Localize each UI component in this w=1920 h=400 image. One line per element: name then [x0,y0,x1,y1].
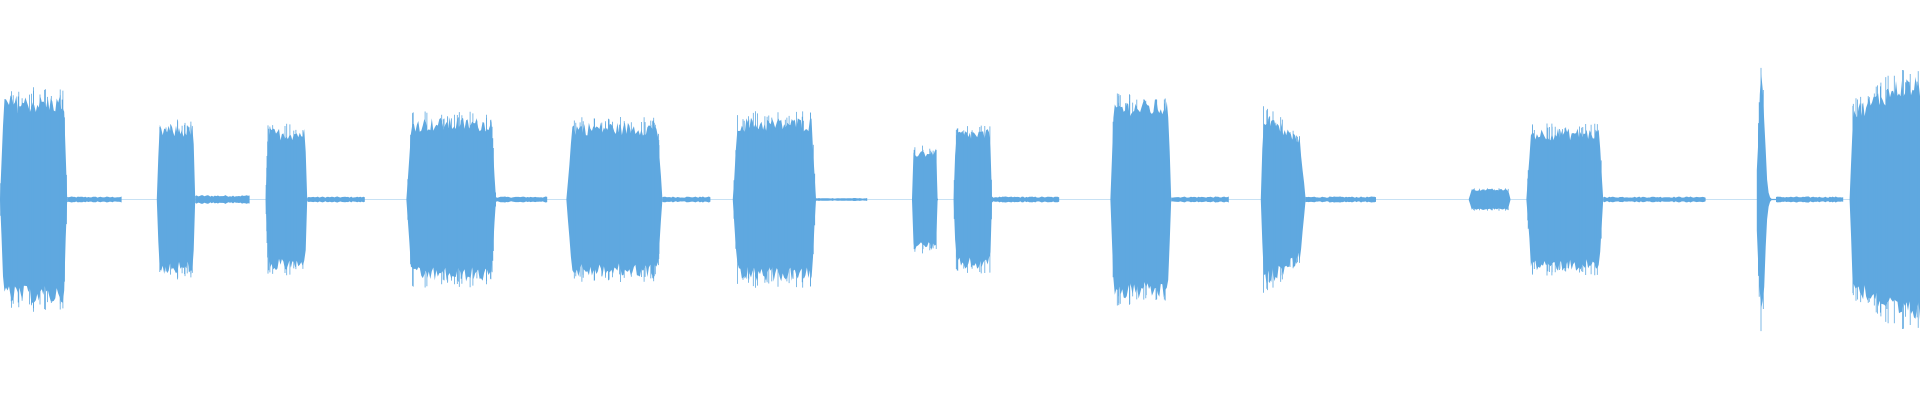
waveform-tail [662,196,711,203]
waveform-tail [1776,196,1844,203]
waveform-tail [1171,196,1229,203]
waveform-tail [1603,196,1706,203]
waveform-burst [1110,99,1172,299]
waveform-burst [1849,76,1920,320]
waveform-tail [496,196,548,203]
waveform-tail [992,196,1060,203]
waveform-burst [912,148,938,251]
waveform-tail [1305,196,1376,203]
waveform-tail [195,195,250,204]
waveform-bursts [0,67,1920,332]
waveform-burst [1756,73,1776,309]
waveform-tail [307,196,365,203]
waveform-tail [67,196,122,203]
waveform-tail [816,198,868,201]
waveform-burst [1260,118,1306,287]
waveform-burst [566,122,663,277]
waveform-burst [953,129,992,269]
waveform-burst [1468,189,1511,210]
